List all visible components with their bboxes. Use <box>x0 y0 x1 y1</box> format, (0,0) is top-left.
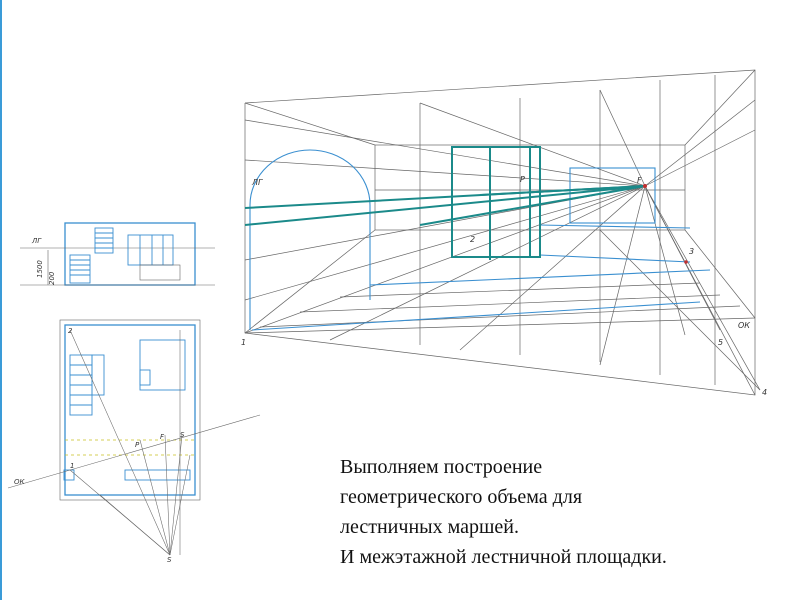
perspective-blue-edges <box>249 149 711 331</box>
slide-edge-bar <box>0 0 2 600</box>
label-2-plan: 2 <box>68 327 73 335</box>
caption-line: Выполняем построение <box>340 456 543 478</box>
perspective-view <box>244 69 761 396</box>
label-f-plan: F <box>160 433 165 441</box>
plan-view <box>7 319 261 556</box>
label-3-perspective: 3 <box>689 247 694 256</box>
label-4-perspective: 4 <box>762 388 767 397</box>
label-p-perspective: P <box>520 175 525 184</box>
label-s-plan: S <box>180 431 185 439</box>
dim-1500: 1500 <box>36 260 44 278</box>
caption-line: геометрического объема для <box>340 486 583 508</box>
label-lg-elevation: ЛГ <box>31 237 42 245</box>
label-lg-perspective: ЛГ <box>251 178 263 187</box>
caption-line: И межэтажной лестничной площадки. <box>340 546 667 568</box>
label-ok-perspective: ОК <box>738 321 750 330</box>
point-3-marker <box>684 260 688 264</box>
label-5-perspective: 5 <box>718 338 723 347</box>
label-ok-plan: ОК <box>14 478 26 486</box>
label-1-perspective: 1 <box>241 338 246 347</box>
dim-200: 200 <box>48 271 56 285</box>
label-p-plan: P <box>135 441 140 449</box>
vanishing-point-f-marker <box>643 184 647 188</box>
staircase-volume <box>244 146 646 260</box>
elevation-view <box>20 222 215 286</box>
caption-line: лестничных маршей. <box>340 516 519 538</box>
label-f-perspective: F <box>637 176 642 185</box>
label-1-plan: 1 <box>70 462 74 470</box>
label-s-station-point: S <box>167 556 172 564</box>
label-2-perspective: 2 <box>470 235 475 244</box>
slide-caption: Выполняем построение геометрического объ… <box>340 455 790 569</box>
